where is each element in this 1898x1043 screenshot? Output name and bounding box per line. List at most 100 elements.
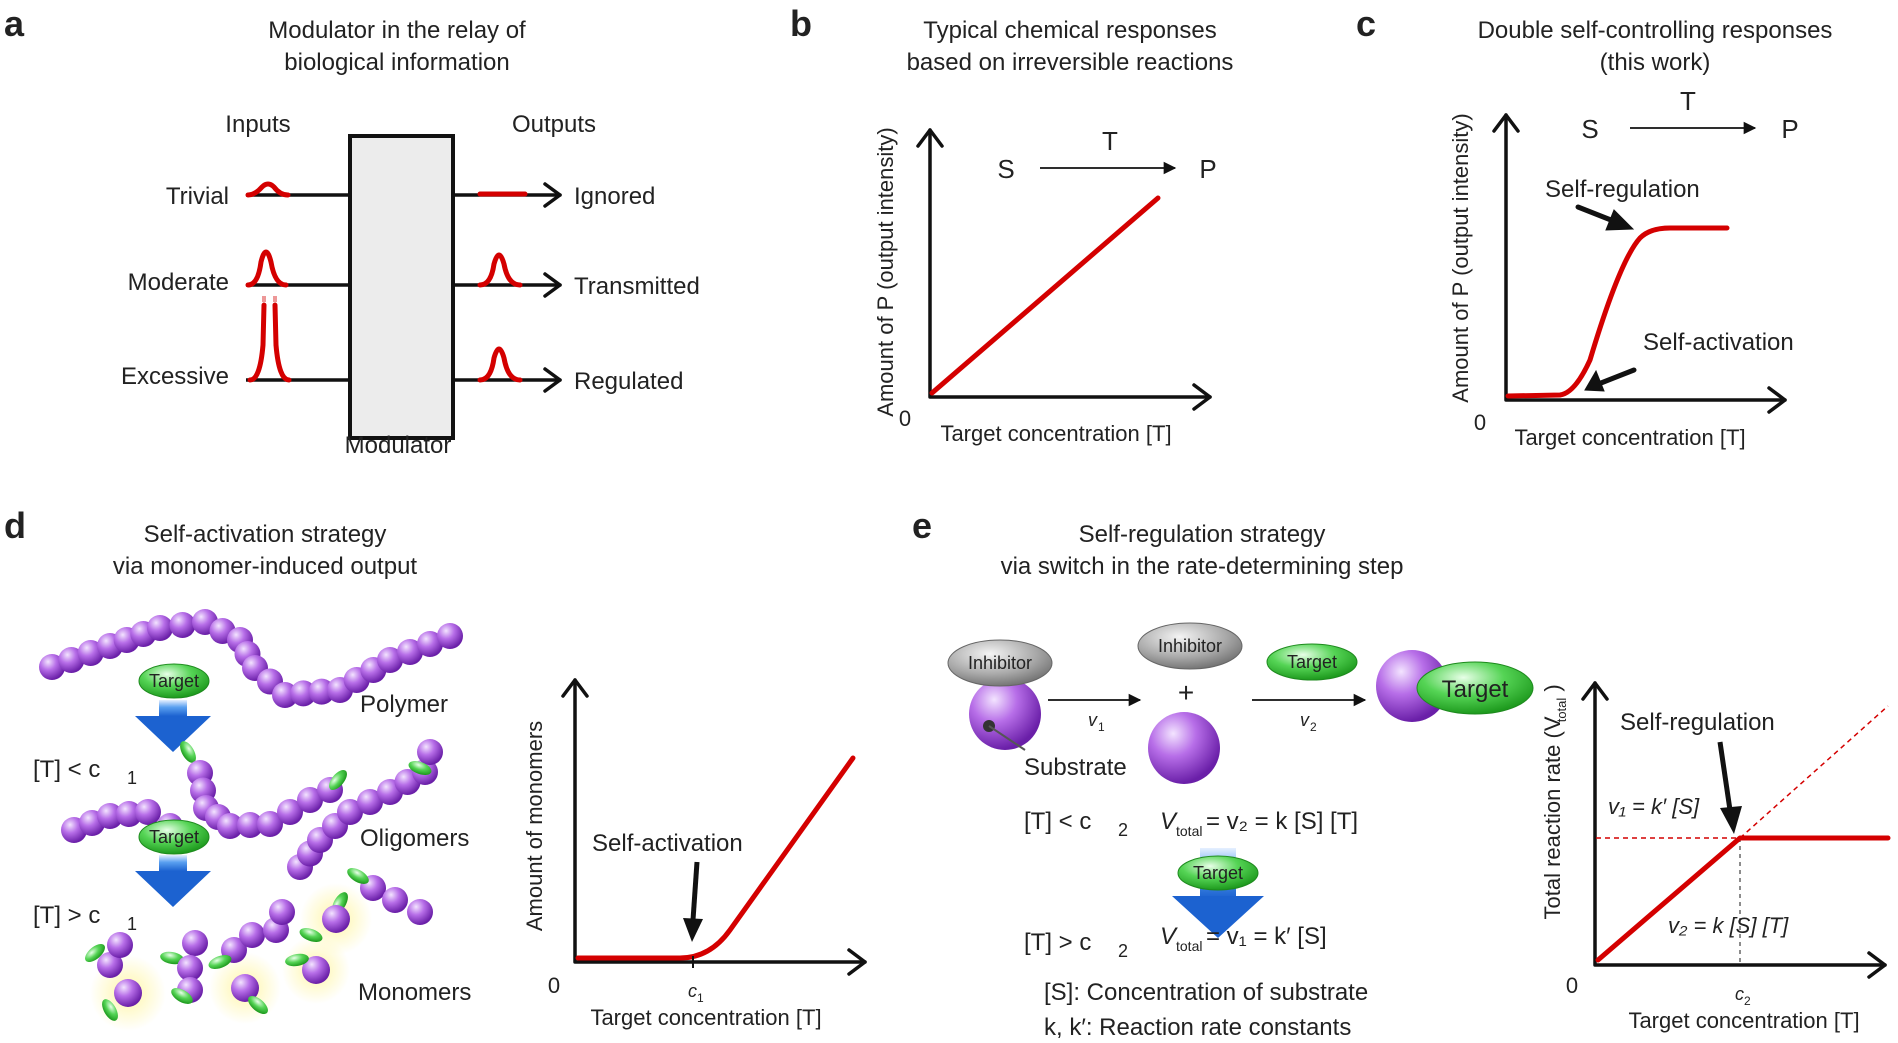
- panel-e-v2-label: v₂ = k [S] [T]: [1668, 913, 1789, 938]
- panel-d-monomer-curve: [575, 755, 856, 961]
- monomer-bead: [322, 905, 350, 933]
- panel-d-annotation-arrowhead: [683, 918, 703, 942]
- panel-d-tick-sub: 1: [697, 991, 704, 1005]
- monomer-bead: [302, 956, 330, 984]
- bead-chains: [39, 609, 463, 1021]
- plus-sign: +: [1178, 677, 1194, 708]
- panel-e-v2-dashed: [1739, 705, 1889, 839]
- panel-c-ylabel: Amount of P (output intensity): [1448, 113, 1473, 402]
- monomer-bead: [337, 799, 363, 825]
- condition-low: [T] < c 1: [33, 756, 137, 788]
- monomer-bead: [135, 799, 161, 825]
- blue-arrow-stem: [159, 855, 187, 871]
- monomer-bead: [357, 789, 383, 815]
- panel-c-x-arrowhead: [1767, 386, 1787, 414]
- monomer-bead: [237, 812, 263, 838]
- panel-b-xlabel: Target concentration [T]: [940, 421, 1171, 446]
- bound-target: [208, 955, 232, 969]
- target-pill-label: Target: [1287, 652, 1337, 672]
- monomer-bead: [377, 647, 403, 673]
- equation-low: V total = v₂ = k [S] [T]: [1160, 808, 1358, 839]
- panel-e-y-arrowhead: [1581, 681, 1609, 701]
- equation-low-sub: total: [1176, 823, 1202, 839]
- panel-d-title-line1: Self-activation strategy: [144, 521, 387, 548]
- bound-target: [408, 761, 432, 775]
- e-condition-high-text: [T] > c: [1024, 929, 1091, 956]
- input-label-trivial: Trivial: [166, 183, 229, 210]
- panel-d-y-arrowhead: [561, 678, 589, 698]
- panel-d-title-line2: via monomer-induced output: [113, 553, 418, 580]
- equation-high-sub: total: [1176, 938, 1202, 954]
- panel-c-reaction-s: S: [1581, 114, 1598, 144]
- target-pill-label: Target: [149, 671, 199, 691]
- target-pill: [138, 663, 210, 699]
- panel-d-origin: 0: [548, 973, 560, 998]
- e-condition-low: [T] < c 2: [1024, 808, 1128, 840]
- e-condition-high: [T] > c 2: [1024, 929, 1128, 961]
- panel-b-reaction-t: T: [1102, 126, 1118, 156]
- signal-excessive: [247, 302, 292, 383]
- panel-b-y-arrowhead: [916, 128, 944, 148]
- rate1-v: v: [1088, 710, 1098, 730]
- free-substrate-bead: [1148, 712, 1220, 784]
- inhibitor-label: Inhibitor: [968, 653, 1032, 673]
- panel-letter-b: b: [790, 3, 812, 44]
- rate2-v: v: [1300, 710, 1310, 730]
- monomer-bead: [147, 615, 173, 641]
- panel-e-ylabel-sub: total: [1554, 698, 1569, 723]
- monomer-bead: [217, 813, 243, 839]
- panel-c: c Double self-controlling responses (thi…: [1356, 3, 1832, 450]
- panel-letter-a: a: [4, 3, 25, 44]
- condition-high-subscript: 1: [127, 914, 137, 934]
- panel-d-xlabel: Target concentration [T]: [590, 1005, 821, 1030]
- panel-b-ylabel: Amount of P (output intensity): [873, 127, 898, 416]
- panel-a-title-line2: biological information: [284, 49, 509, 76]
- panel-c-y-arrowhead: [1492, 113, 1520, 133]
- equation-high: V total = v₁ = k′ [S]: [1160, 923, 1327, 954]
- monomer-bead: [114, 979, 142, 1007]
- output-label-transmitted: Transmitted: [574, 273, 700, 300]
- panel-d-tick-label: c 1: [688, 981, 704, 1005]
- panel-b-title-line1: Typical chemical responses: [923, 17, 1216, 44]
- panel-letter-e: e: [912, 505, 932, 546]
- panel-c-title-line2: (this work): [1600, 49, 1711, 76]
- modulator-box: [348, 134, 455, 440]
- panel-e-axes: [1593, 681, 1887, 967]
- panel-d-tick-c: c: [688, 981, 697, 1001]
- condition-high: [T] > c 1: [33, 902, 137, 934]
- inhibitor-label-free: Inhibitor: [1158, 636, 1222, 656]
- panel-e-xlabel: Target concentration [T]: [1628, 1008, 1859, 1033]
- target-pill: [1266, 643, 1358, 681]
- monomer-bead: [297, 787, 323, 813]
- panel-e: e Self-regulation strategy via switch in…: [912, 505, 1891, 1041]
- output-arrowhead-regulated: [543, 367, 562, 393]
- monomer-bead: [417, 631, 443, 657]
- target-pill-1: Target: [138, 663, 210, 699]
- target-pill-label: Target: [149, 827, 199, 847]
- equation-low-V: V: [1160, 808, 1178, 835]
- blue-arrow-1: [135, 700, 211, 752]
- output-label-regulated: Regulated: [574, 368, 683, 395]
- monomer-bead: [177, 955, 203, 981]
- e-condition-low-sub: 2: [1118, 820, 1128, 840]
- monomer-bead: [107, 932, 133, 958]
- panel-letter-c: c: [1356, 3, 1376, 44]
- panel-e-ylabel-close: ): [1540, 684, 1565, 691]
- bound-target: [171, 988, 193, 1004]
- rate1-sub: 1: [1098, 720, 1105, 734]
- monomer-bead: [277, 799, 303, 825]
- panel-b-title-line2: based on irreversible reactions: [907, 49, 1234, 76]
- output-arrowhead-transmitted: [543, 272, 562, 298]
- equation-high-V: V: [1160, 923, 1178, 950]
- substrate-bead: [969, 678, 1041, 750]
- panel-e-annotation: Self-regulation: [1620, 709, 1775, 736]
- panel-c-axes: [1504, 113, 1787, 402]
- blue-arrow-head: [135, 716, 211, 752]
- condition-low-text: [T] < c: [33, 756, 100, 783]
- substrate-pointer-line: [988, 725, 1026, 751]
- bound-target: [102, 999, 118, 1021]
- panel-b-x-arrowhead: [1192, 383, 1212, 411]
- state-label-polymer: Polymer: [360, 691, 448, 718]
- equation-low-rest: = v₂ = k [S] [T]: [1206, 808, 1358, 835]
